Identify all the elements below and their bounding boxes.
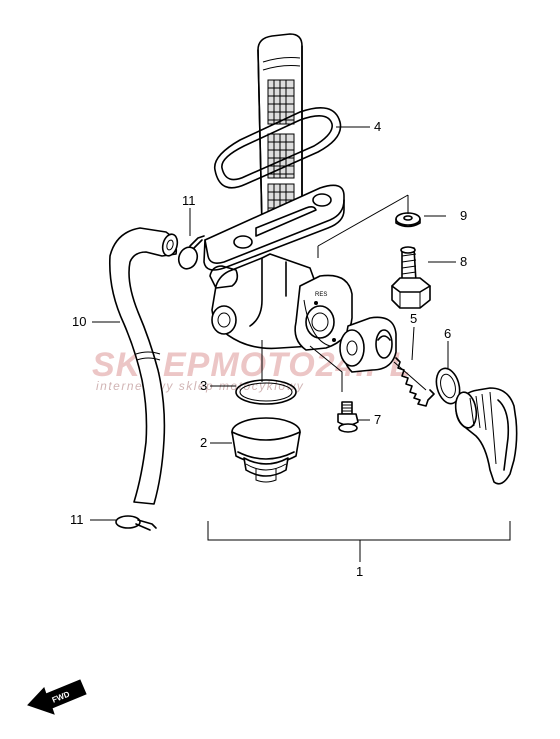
part-10-fuel-hose bbox=[108, 227, 179, 505]
flange-plate bbox=[203, 184, 345, 271]
part-3-o-ring bbox=[235, 379, 297, 405]
callout-5: 5 bbox=[410, 311, 417, 326]
callout-6: 6 bbox=[444, 326, 451, 341]
callout-2: 2 bbox=[200, 435, 207, 450]
callout-labels: 4 11 9 8 10 5 6 3 7 2 11 1 bbox=[70, 119, 467, 579]
fwd-arrow-icon: FWD bbox=[27, 679, 87, 715]
part-4-o-ring-loop bbox=[213, 106, 342, 189]
fuel-cock-lever-knob bbox=[454, 387, 518, 485]
callout-7: 7 bbox=[374, 412, 381, 427]
part-9-washer bbox=[395, 212, 421, 228]
callout-9: 9 bbox=[460, 208, 467, 223]
part-8-bolt bbox=[391, 246, 431, 309]
part-6-washer bbox=[435, 367, 461, 405]
callout-leaders bbox=[90, 126, 511, 562]
part-7-screw bbox=[337, 401, 359, 433]
callout-10: 10 bbox=[72, 314, 86, 329]
assembly-guide-lines bbox=[261, 194, 409, 392]
callout-11-top: 11 bbox=[182, 193, 196, 208]
part-5-valve-shaft bbox=[339, 316, 397, 373]
callout-4: 4 bbox=[374, 119, 381, 134]
callout-11-bottom: 11 bbox=[70, 512, 84, 527]
part-11-clamp-bottom bbox=[115, 515, 157, 531]
callout-1: 1 bbox=[356, 564, 363, 579]
part-5-spring bbox=[393, 357, 435, 407]
callout-3: 3 bbox=[200, 378, 207, 393]
svg-text:RES: RES bbox=[315, 292, 327, 298]
fuel-cock-body: RES bbox=[209, 253, 353, 351]
part-11-clamp-top bbox=[177, 235, 205, 270]
callout-8: 8 bbox=[460, 254, 467, 269]
part-2-sediment-cup bbox=[231, 417, 301, 483]
